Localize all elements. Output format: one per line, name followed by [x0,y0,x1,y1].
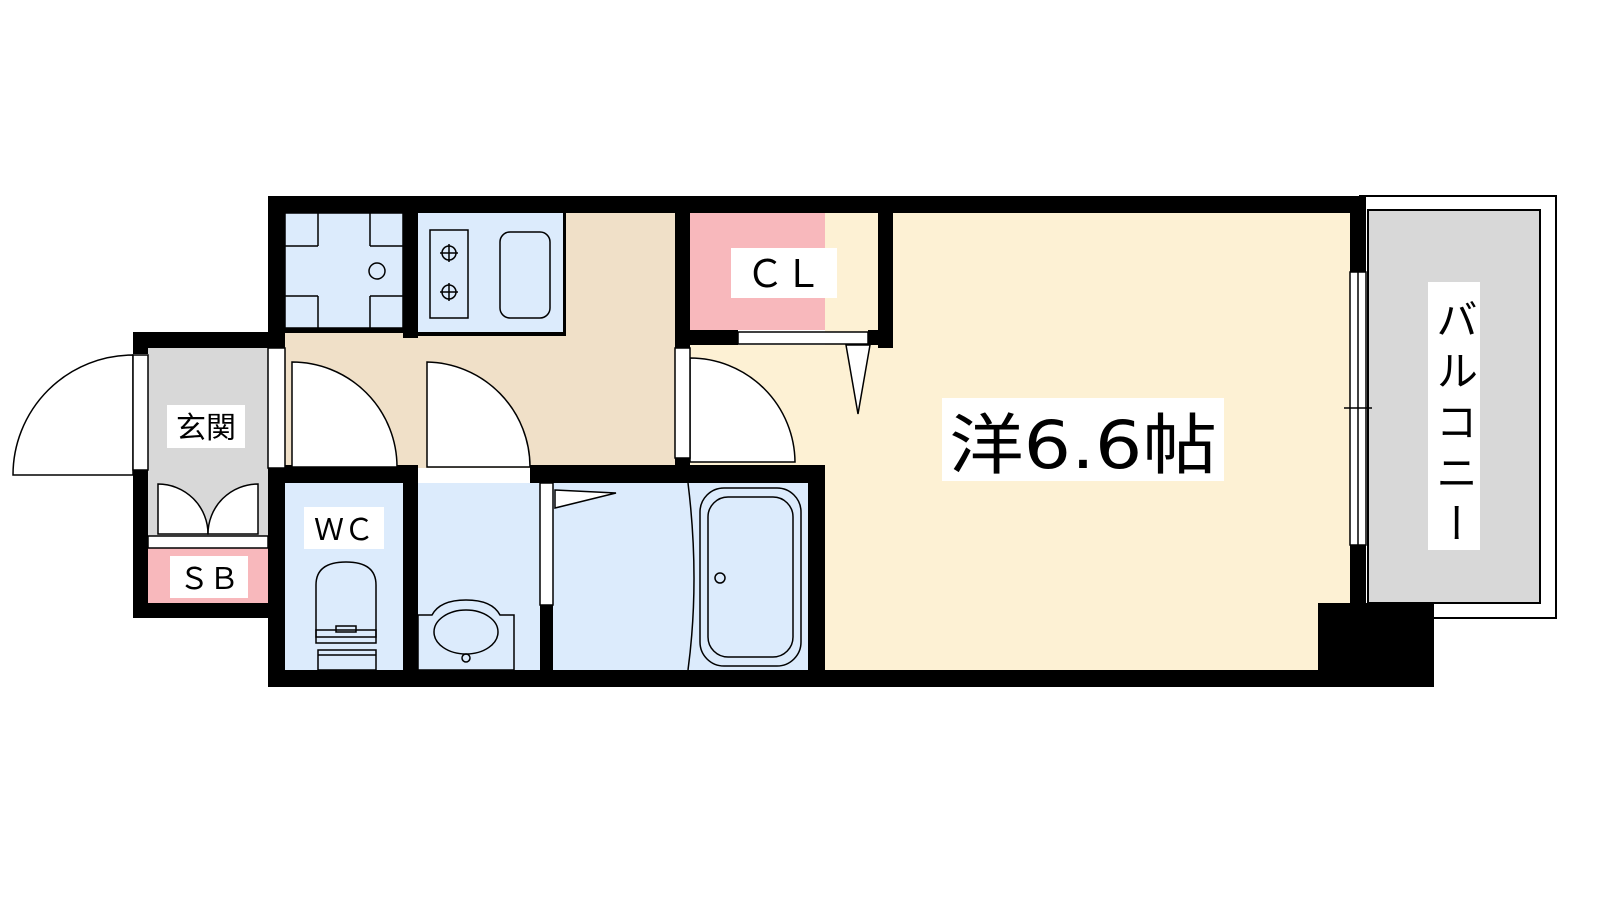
balcony-label: バルコニー [1430,298,1479,544]
stove-area [418,213,566,335]
entrance-label: 玄関 [176,411,236,446]
wash-basin-icon [417,599,515,671]
washing-machine-icon [284,212,404,329]
closet-label-group: ＣＬ [731,248,837,298]
washroom-floor [418,483,540,670]
washer-area [285,213,403,333]
bathroom-floor [553,483,811,670]
closet-label: ＣＬ [746,252,822,296]
gas-stove-icon [429,229,469,319]
western-room-label: 洋6.6帖 [949,407,1217,484]
entrance-label-group: 玄関 [167,405,245,448]
doors [12,271,1372,606]
toilet-label-group: ＷＣ [304,507,384,549]
walls [133,196,1434,687]
shoe-box-label: ＳＢ [179,562,239,597]
toilet-label: ＷＣ [314,513,374,548]
western-room-label-group: 洋6.6帖 [942,398,1224,484]
kitchen-sink-icon [499,231,551,319]
bathtub-icon [687,482,802,671]
balcony-label-group: バルコニー [1428,282,1480,550]
toilet-icon [315,561,377,671]
shoe-box-label-group: ＳＢ [170,556,248,598]
